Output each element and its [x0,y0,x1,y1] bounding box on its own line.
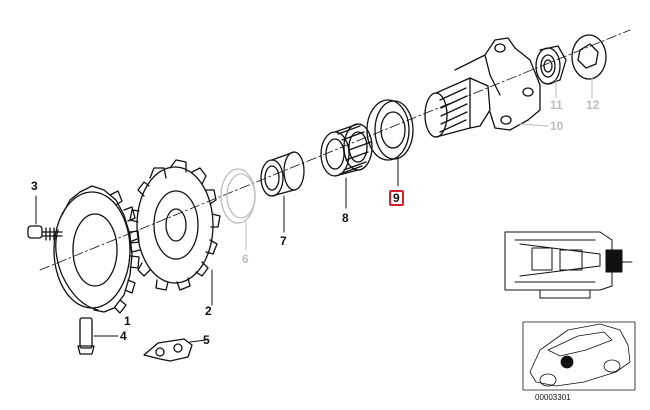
part-7-spacer-sleeve[interactable] [260,151,305,233]
inset-car [522,321,636,391]
inset-transmission [504,231,633,299]
part-1-reluctor-ring[interactable] [53,185,140,314]
part-label-6[interactable]: 6 [242,252,249,266]
part-label-8[interactable]: 8 [342,211,349,225]
part-label-3[interactable]: 3 [31,179,38,193]
part-6-washer[interactable] [220,168,256,251]
part-label-12[interactable]: 12 [586,98,600,112]
part-label-10[interactable]: 10 [550,119,564,133]
axis-line [39,29,631,271]
part-5-clip[interactable] [143,338,207,362]
part-12-lock-washer[interactable] [571,34,607,99]
part-label-9[interactable]: 9 [389,190,404,206]
part-10-output-flange[interactable] [424,37,549,138]
part-label-1[interactable]: 1 [124,314,131,328]
part-label-4[interactable]: 4 [120,329,127,343]
part-2-gear[interactable] [129,159,221,306]
catalog-number: 00003301 [535,393,571,402]
part-8-roller-bearing[interactable] [320,123,373,209]
part-11-collar-nut[interactable] [535,45,567,99]
part-label-2[interactable]: 2 [205,304,212,318]
part-label-7[interactable]: 7 [280,234,287,248]
part-4-sensor[interactable] [77,317,119,355]
part-label-5[interactable]: 5 [203,333,210,347]
part-3-bolt[interactable] [27,195,63,241]
part-label-11[interactable]: 11 [550,98,563,112]
part-9-seal-ring[interactable] [366,99,414,187]
